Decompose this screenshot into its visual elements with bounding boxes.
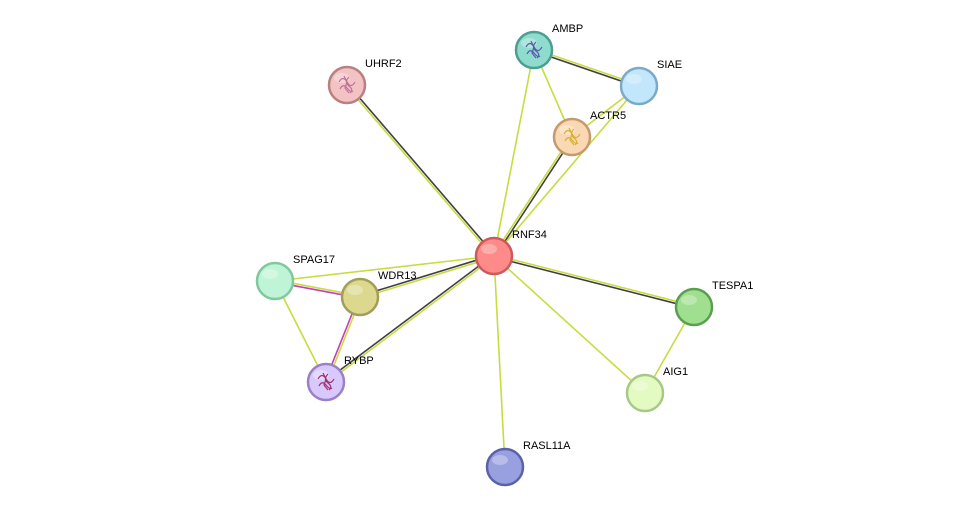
protein-structure-icon: [317, 372, 335, 391]
edge-rnf34-actr5[interactable]: [492, 135, 574, 258]
node-circle: [474, 236, 514, 276]
node-circle: [340, 277, 380, 317]
node-rnf34[interactable]: RNF34: [474, 229, 547, 276]
node-circle: [625, 373, 665, 413]
node-highlight: [262, 269, 278, 279]
node-circle: [674, 287, 714, 327]
structure-strand: [322, 372, 329, 391]
structure-strand: [570, 128, 578, 146]
edge-evidence-line: [359, 254, 494, 297]
node-highlight: [681, 295, 697, 305]
edge-evidence-line: [324, 254, 494, 382]
node-actr5[interactable]: ACTR5: [552, 110, 626, 157]
protein-structure-icon: [338, 75, 356, 94]
node-rybp[interactable]: RYBP: [306, 355, 374, 402]
node-uhrf2[interactable]: UHRF2: [327, 58, 402, 105]
node-ambp[interactable]: AMBP: [514, 23, 583, 70]
protein-structure-icon: [563, 127, 581, 146]
node-highlight: [481, 244, 497, 254]
edge-rnf34-uhrf2[interactable]: [345, 83, 496, 258]
structure-strand: [324, 373, 332, 391]
edge-rnf34-rasl11a[interactable]: [493, 255, 506, 468]
node-rasl11a[interactable]: RASL11A: [485, 440, 571, 487]
edge-rnf34-spag17[interactable]: [274, 255, 495, 282]
node-circle: [552, 117, 592, 157]
node-circle: [327, 65, 367, 105]
node-label: RYBP: [344, 355, 374, 367]
edge-evidence-line: [345, 85, 494, 258]
edge-evidence-line: [492, 135, 572, 256]
edge-rnf34-siae[interactable]: [493, 85, 640, 257]
node-label: AMBP: [552, 23, 583, 35]
edge-evidence-line: [493, 85, 640, 257]
edge-evidence-line: [493, 255, 506, 468]
node-label: SPAG17: [293, 254, 335, 266]
edge-evidence-line: [360, 256, 495, 299]
node-label: RNF34: [512, 229, 547, 241]
node-label: UHRF2: [365, 58, 402, 70]
node-label: ACTR5: [590, 110, 626, 122]
edge-evidence-line: [494, 254, 695, 307]
structure-strand: [343, 75, 350, 94]
node-siae[interactable]: SIAE: [619, 59, 682, 106]
node-aig1[interactable]: AIG1: [625, 366, 688, 413]
edge-evidence-line: [494, 137, 574, 258]
node-circle: [306, 362, 346, 402]
node-highlight: [492, 455, 508, 465]
edge-rnf34-aig1[interactable]: [493, 255, 646, 394]
protein-structure-icon: [525, 40, 543, 59]
node-label: SIAE: [657, 59, 682, 71]
node-circle: [619, 66, 659, 106]
node-spag17[interactable]: SPAG17: [255, 254, 335, 301]
edge-evidence-line: [347, 83, 496, 256]
edge-rnf34-rybp[interactable]: [324, 254, 496, 384]
node-circle: [514, 30, 554, 70]
node-highlight: [626, 74, 642, 84]
structure-strand: [532, 41, 540, 59]
edge-evidence-line: [493, 255, 646, 394]
node-label: RASL11A: [523, 440, 571, 452]
node-label: WDR13: [378, 270, 417, 282]
edge-evidence-line: [493, 256, 694, 309]
node-circle: [485, 447, 525, 487]
edge-rnf34-wdr13[interactable]: [359, 254, 495, 299]
node-circle: [255, 261, 295, 301]
edge-rnf34-tespa1[interactable]: [493, 254, 695, 309]
node-label: AIG1: [663, 366, 688, 378]
edge-evidence-line: [274, 255, 495, 282]
structure-strand: [345, 76, 353, 94]
structure-strand: [568, 127, 575, 146]
node-tespa1[interactable]: TESPA1: [674, 280, 753, 327]
node-highlight: [632, 381, 648, 391]
node-wdr13[interactable]: WDR13: [340, 270, 417, 317]
node-label: TESPA1: [712, 280, 753, 292]
node-highlight: [347, 285, 363, 295]
edge-evidence-line: [493, 49, 535, 257]
edge-rnf34-ambp[interactable]: [493, 49, 535, 257]
edge-evidence-line: [326, 256, 496, 384]
structure-strand: [530, 40, 537, 59]
